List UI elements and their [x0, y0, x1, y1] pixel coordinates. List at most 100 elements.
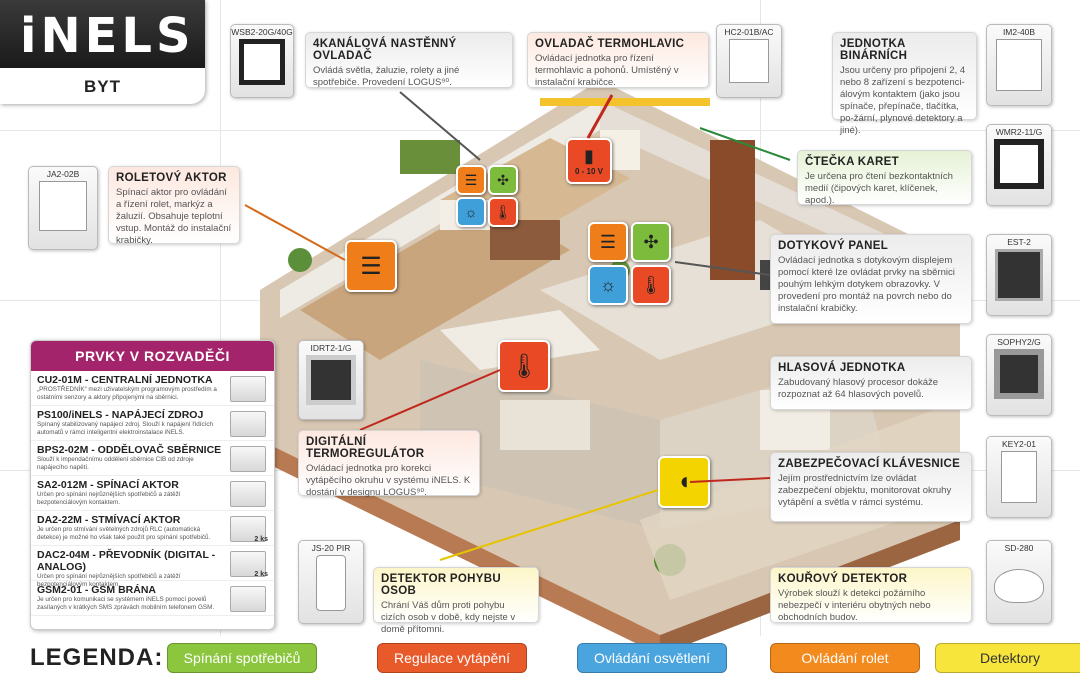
- legend-label: LEGENDA:: [30, 644, 164, 671]
- callout-title: JEDNOTKA BINÁRNÍCH: [840, 38, 908, 62]
- callout-title: 4KANÁLOVÁ NASTĚNNÝ OVLADAČ: [313, 38, 457, 62]
- din-module-icon: [230, 376, 266, 402]
- device-label: IDRT2-1/G: [310, 343, 352, 353]
- cabinet-list: CU2-01M - CENTRALNÍ JEDNOTKA„PROSTŘEDNÍK…: [31, 371, 274, 616]
- cabinet-title: PRVKY V ROZVADĚČI: [31, 341, 274, 371]
- tile-touch-heat: 🌡: [631, 265, 671, 305]
- din-module-icon: [230, 481, 266, 507]
- cabinet-components-panel: PRVKY V ROZVADĚČI CU2-01M - CENTRALNÍ JE…: [30, 340, 275, 630]
- device-im2: IM2-40B: [986, 24, 1052, 106]
- tile-motion-detector: ◖: [658, 456, 710, 508]
- cabinet-item-name: DA2-22M - STMÍVACÍ AKTOR: [37, 514, 181, 526]
- device-label: JA2-02B: [46, 169, 80, 179]
- cabinet-item-desc: Určen pro spínání nejrůznějších spotřebi…: [37, 491, 181, 506]
- device-label: IM2-40B: [1002, 27, 1036, 37]
- callout-title: KOUŘOVÝ DETEKTOR: [778, 573, 908, 585]
- callout-4channel-switch: 4KANÁLOVÁ NASTĚNNÝ OVLADAČ Ovládá světla…: [305, 32, 513, 88]
- device-sophy2: SOPHY2/G: [986, 334, 1052, 416]
- device-hc2: HC2-01B/AC: [716, 24, 782, 98]
- callout-title: HLASOVÁ JEDNOTKA: [778, 362, 906, 374]
- callout-text: Spínací aktor pro ovládání a řízení role…: [116, 187, 232, 246]
- motion-icon: ◖: [676, 468, 692, 495]
- tile-touch-light: ☼: [588, 265, 628, 305]
- tile-switch-fan: ✣: [488, 165, 518, 195]
- callout-title: OVLADAČ TERMOHLAVIC: [535, 38, 685, 50]
- callout-text: Zabudovaný hlasový procesor dokáže rozpo…: [778, 377, 939, 400]
- device-idrt2: IDRT2-1/G: [298, 340, 364, 420]
- brand-logo-text: iNELS: [0, 0, 205, 68]
- din-module-icon: [230, 446, 266, 472]
- callout-text: Ovládací jednotka pro korekci vytápěcího…: [306, 463, 471, 498]
- callout-touch-panel: DOTYKOVÝ PANEL Ovládací jednotka s dotyk…: [770, 234, 972, 324]
- tile-switch-light: ☼: [456, 197, 486, 227]
- device-est2: EST-2: [986, 234, 1052, 316]
- callout-text: Ovládá světla, žaluzie, rolety a jiné sp…: [313, 65, 460, 88]
- callout-text: Jejím prostřednictvím lze ovládat zabezp…: [778, 473, 952, 508]
- callout-title: ČTEČKA KARET: [805, 156, 899, 168]
- device-label: WMR2-11/G: [995, 127, 1043, 137]
- device-label: SD-280: [1004, 543, 1034, 553]
- din-module-icon: [230, 586, 266, 612]
- actor-module-icon: [39, 181, 87, 231]
- device-wsb2: WSB2-20G/40G: [230, 24, 294, 98]
- cabinet-item-name: BPS2-02M - ODDĚLOVAČ SBĚRNICE: [37, 444, 222, 456]
- tile-heating-thermostat: 🌡: [498, 340, 550, 392]
- legend-item: Detektory: [935, 643, 1080, 673]
- callout-thermoregulator: DIGITÁLNÍ TERMOREGULÁTOR Ovládací jednot…: [298, 430, 480, 498]
- cabinet-item-name: SA2-012M - SPÍNACÍ AKTOR: [37, 479, 179, 491]
- cabinet-item-desc: Slouží k impendačnímu oddělení sběrnice …: [37, 456, 194, 471]
- legend-item: Ovládání rolet: [770, 643, 920, 673]
- wall-switch-icon: [239, 39, 285, 85]
- callout-title: DETEKTOR POHYBU OSOB: [381, 573, 501, 597]
- cabinet-item-desc: Spínaný stabilizovaný napájecí zdroj. Sl…: [37, 421, 214, 436]
- touch-panel-icon: [995, 249, 1043, 301]
- callout-security-keypad: ZABEZPEČOVACÍ KLÁVESNICE Jejím prostředn…: [770, 452, 972, 522]
- legend-item: Regulace vytápění: [377, 643, 527, 673]
- cabinet-item-desc: Je určen pro stmívání světelných zdrojů …: [37, 526, 211, 541]
- card-reader-icon: [994, 139, 1044, 189]
- device-label: JS-20 PIR: [311, 543, 351, 553]
- cabinet-item-desc: Určen pro spínání nejrůznějších spotřebi…: [37, 573, 181, 588]
- callout-text: Je určena pro čtení bezkontaktních medií…: [805, 171, 953, 206]
- cabinet-item-name: CU2-01M - CENTRALNÍ JEDNOTKA: [37, 374, 213, 386]
- device-label: EST-2: [1007, 237, 1031, 247]
- thermostat-icon: [306, 355, 356, 405]
- callout-text: Výrobek slouží k detekci požárního nebez…: [778, 588, 931, 623]
- cabinet-item: DAC2-04M - PŘEVODNÍK (DIGITAL - ANALOG)U…: [31, 546, 274, 588]
- device-wmr2: WMR2-11/G: [986, 124, 1052, 206]
- tile-valve-controller: ▮0 - 10 V: [566, 138, 612, 184]
- device-js20: JS-20 PIR: [298, 540, 364, 624]
- tile-roller-shutter: ☰: [345, 240, 397, 292]
- inels-logo: iNELS BYT: [0, 0, 205, 104]
- tile-switch-shutter: ☰: [456, 165, 486, 195]
- callout-title: ZABEZPEČOVACÍ KLÁVESNICE: [778, 458, 961, 470]
- legend-item: Ovládání osvětlení: [577, 643, 727, 673]
- device-sd280: SD-280: [986, 540, 1052, 624]
- cabinet-item-desc: Je určen pro komunikaci se systémem iNEL…: [37, 596, 215, 611]
- callout-smoke-detector: KOUŘOVÝ DETEKTOR Výrobek slouží k detekc…: [770, 567, 972, 623]
- keypad-icon: [1001, 451, 1037, 503]
- cabinet-item: CU2-01M - CENTRALNÍ JEDNOTKA„PROSTŘEDNÍK…: [31, 371, 274, 406]
- callout-binary-unit: JEDNOTKA BINÁRNÍCH Jsou určeny pro připo…: [832, 32, 977, 136]
- callout-text: Ovládací jednotka s dotykovým displejem …: [778, 255, 955, 314]
- device-label: SOPHY2/G: [997, 337, 1041, 347]
- callout-title: DOTYKOVÝ PANEL: [778, 240, 889, 252]
- connector-lines: [244, 91, 791, 561]
- cabinet-item-qty: 2 ks: [254, 536, 268, 543]
- smoke-detector-icon: [994, 569, 1044, 603]
- valve-voltage-label: 0 - 10 V: [574, 167, 603, 176]
- cabinet-item-name: DAC2-04M - PŘEVODNÍK (DIGITAL - ANALOG): [37, 549, 216, 573]
- valve-icon: ▮: [584, 146, 594, 166]
- thermometer-icon: 🌡: [508, 352, 540, 380]
- device-key2: KEY2-01: [986, 436, 1052, 518]
- module-icon: [996, 39, 1042, 91]
- din-module-icon: [230, 551, 266, 577]
- device-label: WSB2-20G/40G: [231, 27, 293, 37]
- shutter-icon: ☰: [360, 252, 382, 280]
